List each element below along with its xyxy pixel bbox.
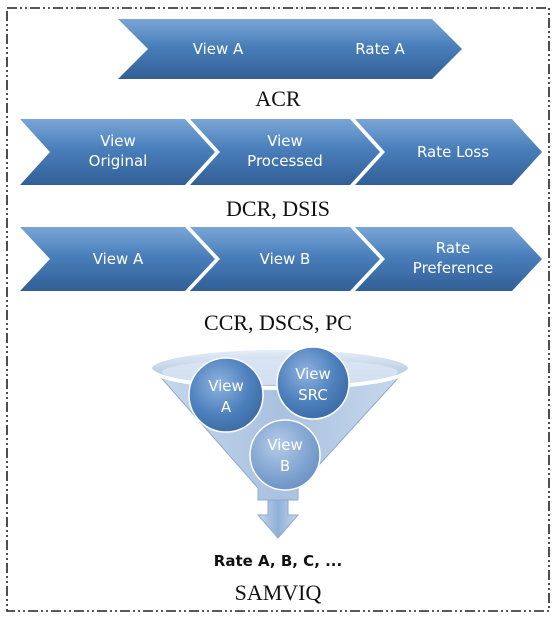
chevron-label-line2: Processed <box>247 152 323 170</box>
bubble-label-line1: View <box>295 365 331 383</box>
chevron-rate-preference: Rate Preference <box>355 227 542 291</box>
caption-dcr-dsis: DCR, DSIS <box>226 196 330 221</box>
funnel: View A View SRC View B <box>148 346 412 539</box>
chevron-label: View B <box>260 250 311 268</box>
bubble-view-b: View B <box>249 419 321 491</box>
chevron-rate-loss: Rate Loss <box>355 119 542 185</box>
bubble-view-src: View SRC <box>276 346 350 420</box>
chevron-label: View A <box>193 40 244 58</box>
bubble-label-line2: SRC <box>298 386 328 404</box>
row-dcr-dsis: View Original View Processed Rate Loss D… <box>20 119 542 221</box>
chevron-view-processed: View Processed <box>190 119 380 185</box>
bubble-label-line2: B <box>280 457 290 475</box>
chevron-rate-a: Rate A <box>277 19 462 79</box>
chevron-label: Rate A <box>355 40 405 58</box>
bubble-label-line1: View <box>208 377 244 395</box>
chevron-view-a: View A <box>118 19 310 79</box>
caption-ccr-dscs-pc: CCR, DSCS, PC <box>204 310 352 335</box>
rate-output-label: Rate A, B, C, ... <box>214 552 342 570</box>
chevron-view-original: View Original <box>20 119 215 185</box>
chevron-label-line2: Preference <box>413 259 493 277</box>
bubble-label-line2: A <box>221 398 232 416</box>
dashed-border <box>6 7 550 612</box>
chevron-view-b: View B <box>190 227 380 291</box>
chevron-label-line1: View <box>267 132 303 150</box>
chevron-label-line2: Original <box>89 152 148 170</box>
chevron-label-line1: View <box>100 132 136 150</box>
row-ccr-dscs-pc: View A View B Rate Preference CCR, DSCS,… <box>20 227 542 335</box>
bubble-label-line1: View <box>267 436 303 454</box>
caption-samviq: SAMVIQ <box>235 580 322 605</box>
chevron-label: Rate Loss <box>417 143 489 161</box>
chevron-label-line1: Rate <box>436 239 470 257</box>
row-acr: View A Rate A ACR <box>118 19 462 111</box>
chevron-label: View A <box>93 250 144 268</box>
chevron-view-a: View A <box>20 227 215 291</box>
down-arrow-icon <box>256 499 300 539</box>
caption-acr: ACR <box>255 86 301 111</box>
bubble-view-a: View A <box>188 357 264 433</box>
